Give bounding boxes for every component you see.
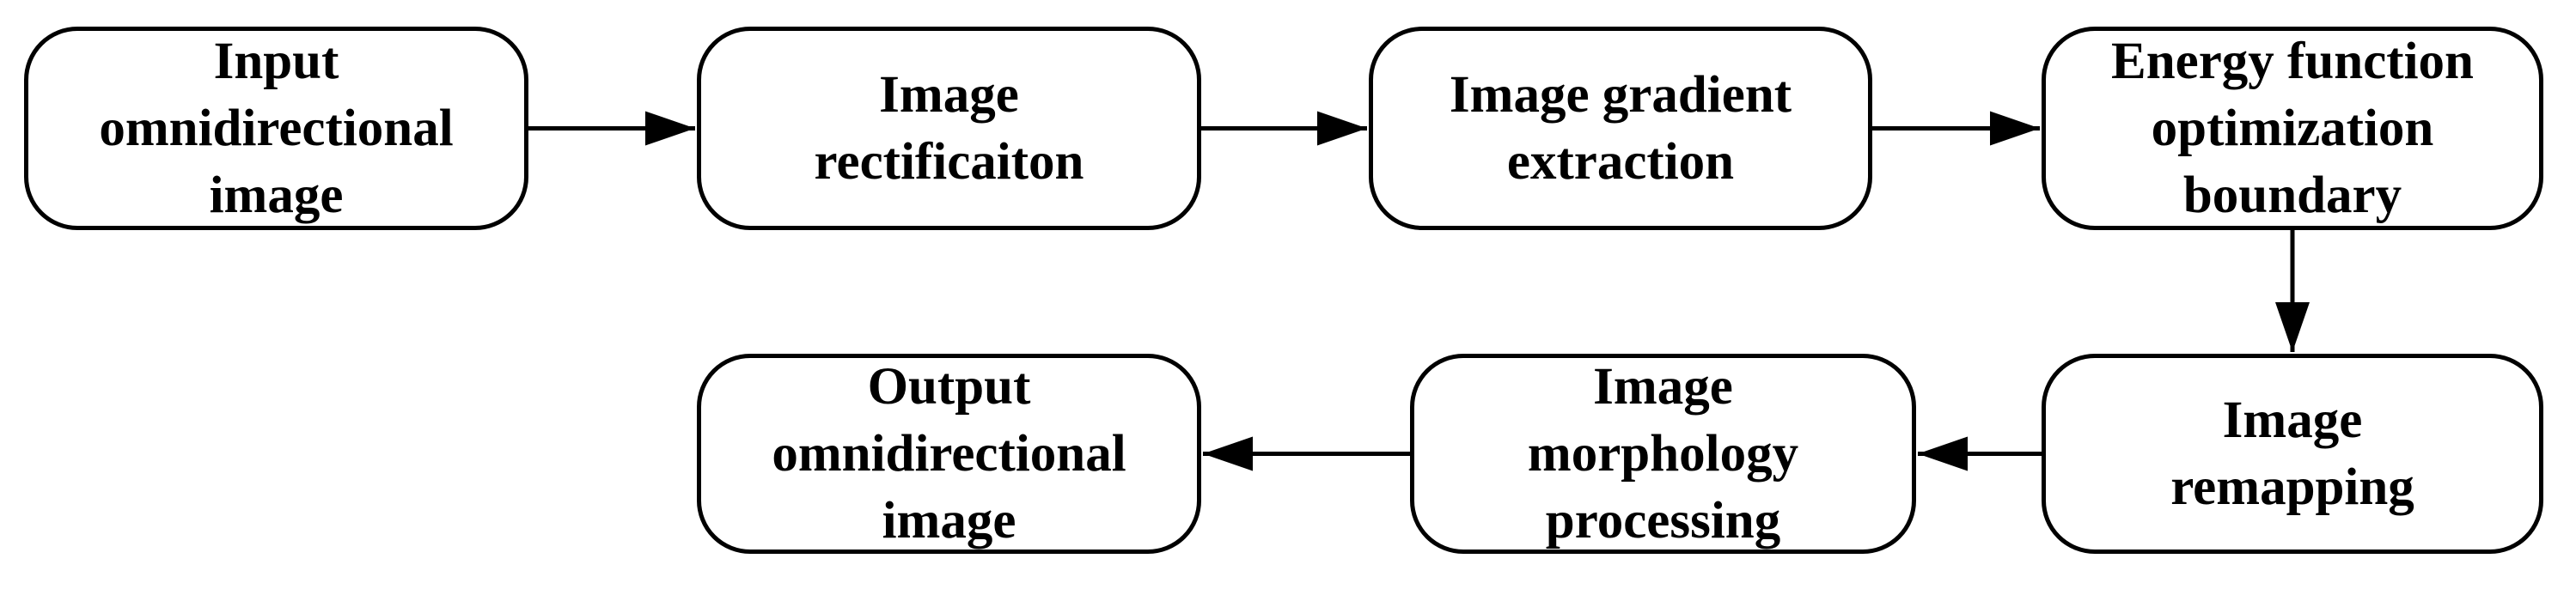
arrowhead-input-image-to-rectification: [645, 111, 695, 146]
node-label-line: extraction: [1506, 132, 1735, 191]
node-label-line: Image: [879, 65, 1019, 124]
node-input-image: Input omnidirectional image: [24, 27, 528, 230]
node-label-line: Image gradient: [1449, 65, 1792, 124]
node-label-line: omnidirectional: [99, 99, 454, 157]
node-morphology: Image morphology processing: [1410, 354, 1916, 554]
node-label-line: processing: [1545, 491, 1781, 550]
node-label-line: morphology: [1527, 424, 1799, 483]
node-label-line: rectificaiton: [814, 132, 1084, 191]
node-remapping: Image remapping: [2042, 354, 2543, 554]
node-label-line: optimization: [2151, 99, 2434, 157]
node-label-line: Image: [1593, 357, 1733, 416]
node-output-image: Output omnidirectional image: [697, 354, 1201, 554]
node-label-line: image: [882, 491, 1016, 550]
arrowhead-remapping-to-morphology: [1918, 436, 1968, 471]
node-label-line: remapping: [2170, 458, 2414, 516]
node-label-line: image: [209, 166, 344, 224]
node-rectification: Image rectificaiton: [697, 27, 1201, 230]
arrowhead-energy-to-remapping: [2275, 302, 2310, 352]
arrowhead-morphology-to-output-image: [1203, 436, 1253, 471]
node-label-line: Image: [2222, 391, 2363, 449]
arrowhead-gradient-to-energy: [1990, 111, 2040, 146]
node-gradient: Image gradient extraction: [1369, 27, 1872, 230]
node-energy: Energy function optimization boundary: [2042, 27, 2543, 230]
node-label-line: omnidirectional: [772, 424, 1126, 483]
node-label-line: Output: [867, 357, 1031, 416]
node-label-line: boundary: [2182, 166, 2402, 224]
node-label-line: Energy function: [2111, 32, 2474, 90]
arrowhead-rectification-to-gradient: [1317, 111, 1367, 146]
node-label-line: Input: [213, 32, 339, 90]
